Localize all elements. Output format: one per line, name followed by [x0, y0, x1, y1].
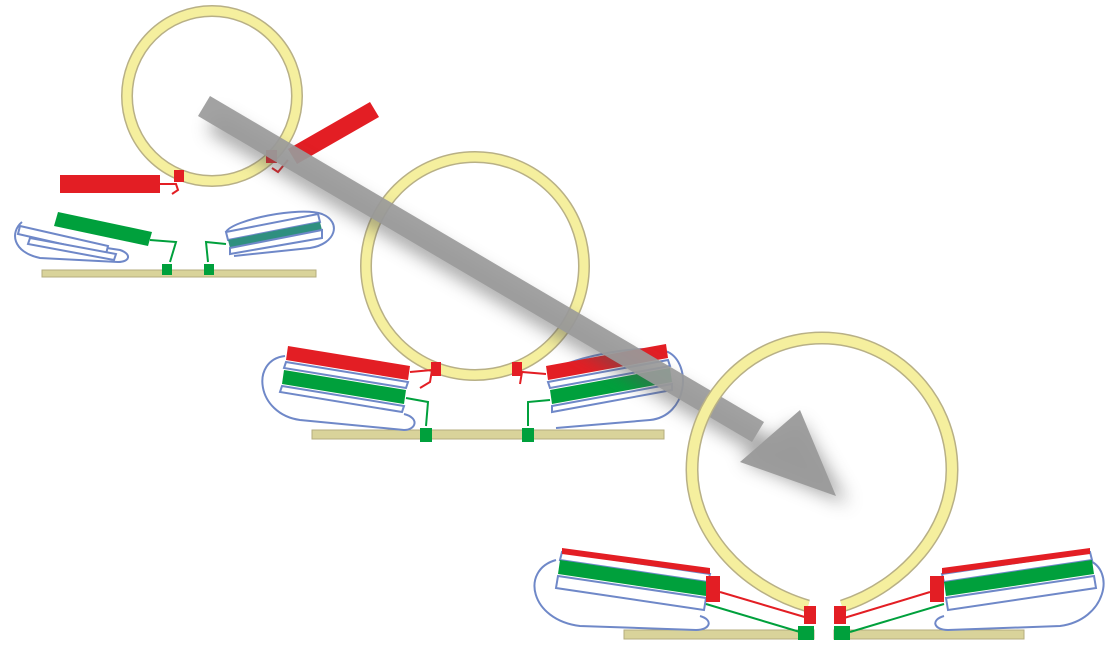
snare-complex-left: [533, 548, 816, 640]
snare-complex-right: [204, 210, 335, 275]
stage-3: [533, 331, 1105, 640]
membrane-rod-left: [623, 629, 815, 640]
vesicle-ring-fill: [361, 152, 589, 380]
snare-complex-left: [14, 212, 178, 275]
vesicle-ring-fill: [122, 6, 302, 186]
vesicle-ring-fill: [686, 332, 958, 611]
snare-complex-right: [834, 548, 1105, 640]
process-direction-arrow: [198, 96, 848, 504]
membrane-rod-right: [833, 629, 1025, 640]
stage-1: [14, 5, 379, 278]
red-helix-left: [60, 170, 184, 195]
membrane-rod: [311, 429, 665, 440]
membrane-rod: [41, 269, 317, 278]
snare-complex-left: [261, 346, 441, 442]
